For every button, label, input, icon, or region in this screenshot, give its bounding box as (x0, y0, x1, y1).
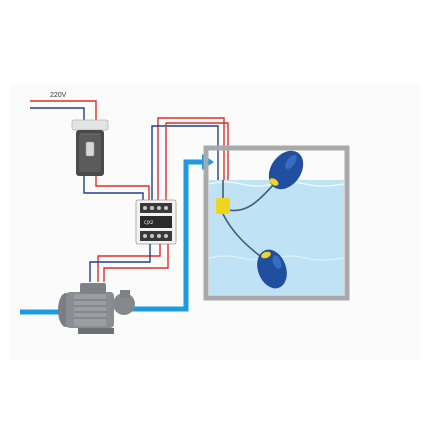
control-wire-blue (151, 125, 219, 200)
breaker-wire-red (95, 176, 150, 200)
circuit-breaker (71, 119, 109, 176)
float-clamp (216, 198, 230, 214)
pump-power-wires (89, 244, 169, 282)
pump-wire-blue (89, 244, 151, 282)
control-wire-red-2 (165, 122, 229, 200)
breaker-output-wires (83, 176, 150, 200)
supply-voltage-label: 220V (50, 92, 67, 99)
supply-wires (30, 100, 97, 122)
pump-wire-red (97, 244, 161, 282)
supply-wire-red (30, 100, 97, 122)
water-pipe (20, 159, 204, 315)
breaker-wire-blue (83, 176, 144, 200)
float-switch-lower (257, 249, 287, 289)
supply-wire-blue (30, 107, 85, 122)
pump-wire-red-2 (103, 244, 169, 282)
water-pump (58, 283, 135, 334)
contactor: CJX2 (135, 199, 177, 245)
float-switch-upper (268, 150, 304, 190)
breaker-handle (85, 141, 95, 157)
contactor-label: CJX2 (144, 220, 154, 225)
